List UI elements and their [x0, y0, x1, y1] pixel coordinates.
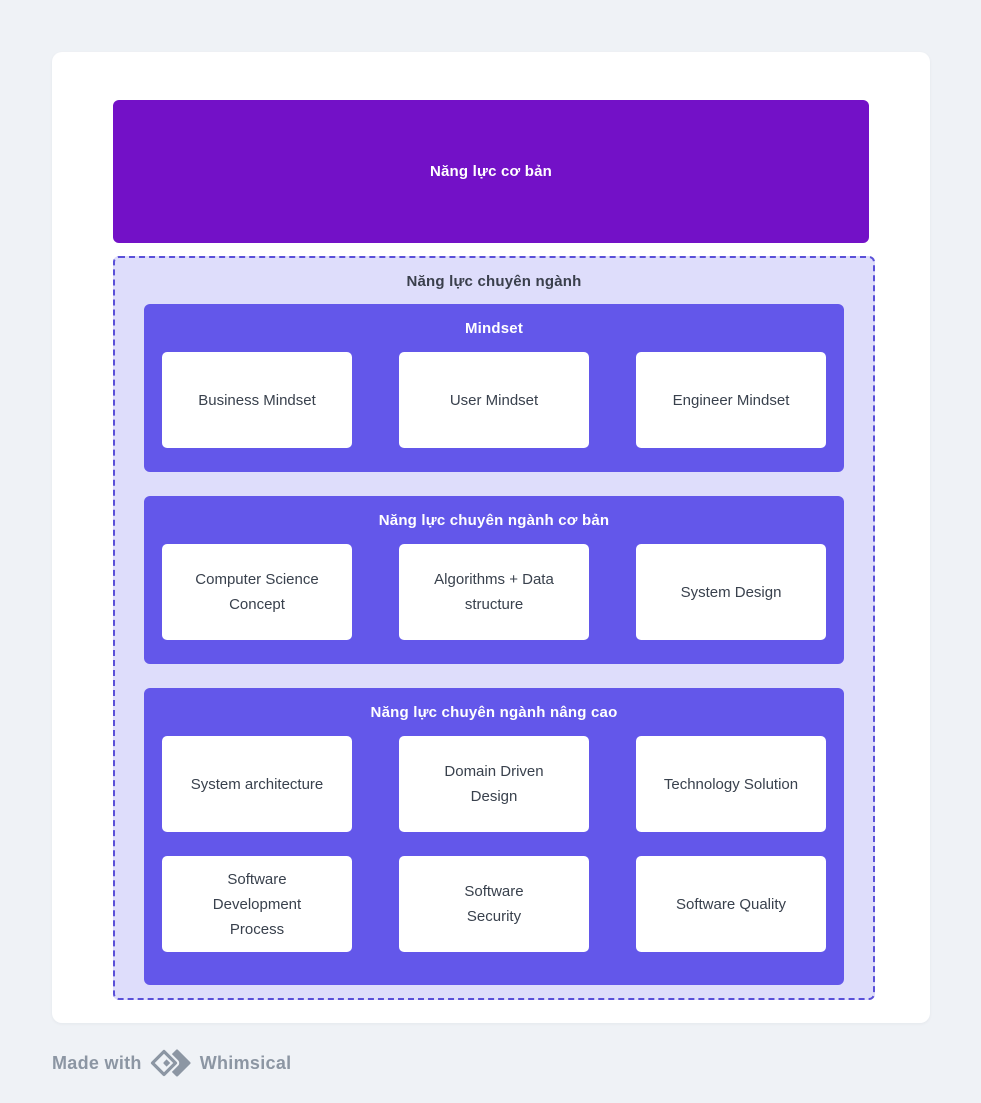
section-chuyen-nganh-co-ban: Năng lực chuyên ngành cơ bản Computer Sc…	[144, 496, 844, 664]
node-label: Năng lực cơ bản	[429, 163, 553, 180]
diagram-canvas: Năng lực cơ bản Năng lực chuyên ngành Mi…	[52, 52, 930, 1023]
section-chuyen-nganh-nang-cao-row-1: System architecture Domain Driven Design…	[144, 736, 844, 832]
section-chuyen-nganh-nang-cao-title: Năng lực chuyên ngành nâng cao	[370, 703, 618, 721]
made-with-whimsical-badge[interactable]: Made with Whimsical	[52, 1023, 291, 1103]
node-algorithms-data-structure: Algorithms + Data structure	[399, 544, 589, 640]
whimsical-diamonds-icon	[148, 1047, 191, 1079]
node-business-mindset: Business Mindset	[162, 352, 352, 448]
node-engineer-mindset: Engineer Mindset	[636, 352, 826, 448]
node-nang-luc-co-ban: Năng lực cơ bản	[113, 100, 869, 243]
brand-label: Whimsical	[199, 1052, 292, 1073]
node-technology-solution: Technology Solution	[636, 736, 826, 832]
section-chuyen-nganh-nang-cao: Năng lực chuyên ngành nâng cao System ar…	[144, 688, 844, 985]
section-chuyen-nganh-co-ban-title: Năng lực chuyên ngành cơ bản	[378, 511, 610, 529]
node-software-security: Software Security	[399, 856, 589, 952]
node-user-mindset: User Mindset	[399, 352, 589, 448]
node-software-development-process: Software Development Process	[162, 856, 352, 952]
section-mindset-row: Business Mindset User Mindset Engineer M…	[144, 352, 844, 448]
node-domain-driven-design: Domain Driven Design	[399, 736, 589, 832]
node-software-quality: Software Quality	[636, 856, 826, 952]
group-nang-luc-chuyen-nganh: Năng lực chuyên ngành Mindset Business M…	[113, 256, 875, 1000]
section-chuyen-nganh-co-ban-row: Computer Science Concept Algorithms + Da…	[144, 544, 844, 640]
node-system-architecture: System architecture	[162, 736, 352, 832]
section-mindset-title: Mindset	[464, 319, 524, 337]
section-chuyen-nganh-nang-cao-row-2: Software Development Process Software Se…	[144, 856, 844, 952]
section-mindset: Mindset Business Mindset User Mindset En…	[144, 304, 844, 472]
group-title: Năng lực chuyên ngành	[406, 272, 582, 290]
made-with-label: Made with	[52, 1052, 142, 1073]
node-computer-science-concept: Computer Science Concept	[162, 544, 352, 640]
node-system-design: System Design	[636, 544, 826, 640]
